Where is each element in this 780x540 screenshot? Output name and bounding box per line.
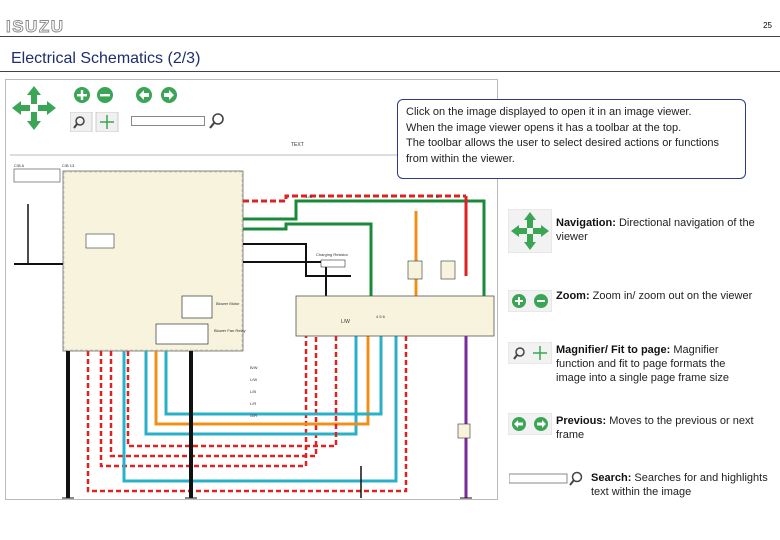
wire-label-5: G/R <box>250 413 257 418</box>
previous-icon[interactable] <box>136 87 152 103</box>
prev-next-controls <box>136 87 177 103</box>
wire-label-3: L/B <box>250 389 256 394</box>
blower-relay-label: Blower Fan Relay <box>214 328 246 333</box>
feature-previous: Previous: Moves to the previous or next … <box>556 414 774 442</box>
blower-motor-label: Blower Motor <box>216 301 240 306</box>
wire-label-1: B/W <box>250 365 258 370</box>
schematic-heading: TEXT <box>291 142 304 148</box>
feature-navigation-text: Directional navigation of the viewer <box>556 217 755 243</box>
zoom-controls <box>74 87 113 103</box>
callout-line-1: Click on the image displayed to open it … <box>406 106 692 118</box>
svg-text:ISUZU: ISUZU <box>6 18 65 34</box>
feature-zoom-label: Zoom: <box>556 290 590 302</box>
callout-line-2: When the image viewer opens it has a too… <box>406 121 682 134</box>
wire-label-top: L/B <box>306 194 312 199</box>
ecu-label: L/W <box>341 319 350 325</box>
wire-label-4: L/R <box>250 401 256 406</box>
feature-magnifier-text: Magnifier function and fit to page forma… <box>556 344 730 384</box>
zoom-in-out-icon <box>508 290 552 312</box>
feature-search: Search: Searches for and highlights text… <box>591 471 771 499</box>
viewer-search-icon[interactable] <box>208 112 226 130</box>
callout-line-4: from within the viewer. <box>406 152 515 165</box>
feature-navigation-label: Navigation: <box>556 217 616 229</box>
feature-search-label: Search: <box>591 472 632 484</box>
magnifier-fit-icon <box>508 342 552 364</box>
fit-to-page-icon[interactable] <box>95 112 119 132</box>
feature-magnifier-label: Magnifier/ Fit to page: <box>556 344 671 356</box>
header-divider <box>0 36 780 37</box>
isuzu-logo: ISUZU <box>6 18 65 34</box>
feature-previous-text: Moves to the previous or next frame <box>556 415 754 441</box>
zoom-in-icon[interactable] <box>74 87 90 103</box>
magnifier-fit-controls <box>70 112 119 132</box>
wire-label-2: L/W <box>250 377 257 382</box>
feature-navigation: Navigation: Directional navigation of th… <box>556 216 771 244</box>
feature-zoom-text: Zoom in/ zoom out on the viewer <box>592 290 753 302</box>
viewer-search-input[interactable] <box>131 116 205 126</box>
ecu-pins-label: 4 5 6 <box>376 314 386 319</box>
ecu-block <box>295 295 495 337</box>
nav-arrows-icon[interactable] <box>10 84 58 132</box>
charging-resistor-label: Charging Resistor <box>316 252 349 257</box>
page-title: Electrical Schematics (2/3) <box>11 50 201 67</box>
viewer-toolbar <box>6 80 497 136</box>
feature-previous-label: Previous: <box>556 415 607 427</box>
zoom-out-icon[interactable] <box>97 87 113 103</box>
nav-arrows-icon <box>508 209 552 253</box>
wire-label-b: B <box>436 194 439 199</box>
search-icon <box>509 471 583 486</box>
fuse-label-right: C/B 13 <box>62 163 75 168</box>
prev-next-icon <box>508 413 552 435</box>
next-icon[interactable] <box>161 87 177 103</box>
instruction-callout: Click on the image displayed to open it … <box>397 99 746 179</box>
relay-box <box>62 170 244 352</box>
page-number: 25 <box>763 21 772 30</box>
feature-magnifier: Magnifier/ Fit to page: Magnifier functi… <box>556 343 756 385</box>
feature-search-text: Searches for and highlights text within … <box>591 472 768 498</box>
title-divider <box>0 71 780 72</box>
electrical-schematic[interactable]: TEXT C/B A C/B 13 L/W <box>6 136 497 499</box>
callout-line-3: The toolbar allows the user to select de… <box>406 137 720 149</box>
fuse-label-left: C/B A <box>14 163 25 168</box>
feature-zoom: Zoom: Zoom in/ zoom out on the viewer <box>556 289 776 303</box>
magnifier-icon[interactable] <box>70 112 93 132</box>
